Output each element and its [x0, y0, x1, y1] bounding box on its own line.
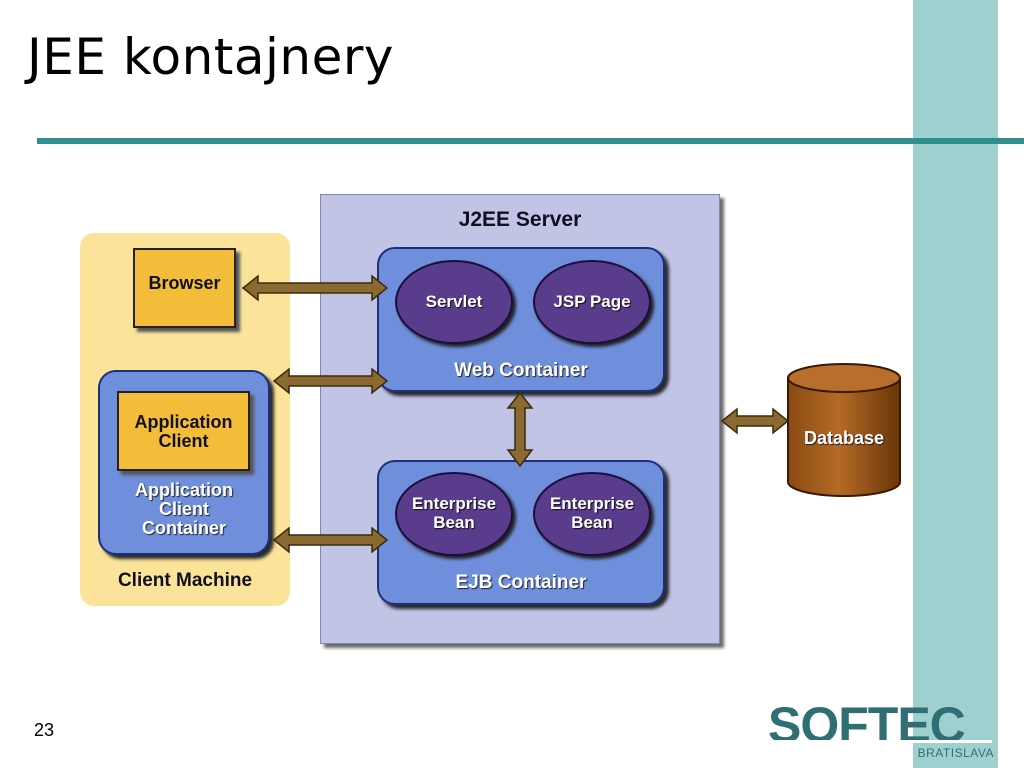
app-client-box	[117, 391, 250, 471]
jsp-page-component: JSP Page	[533, 260, 651, 344]
database-label: Database	[803, 428, 885, 448]
slide-title: JEE kontajnery	[27, 28, 395, 86]
ejb-container-label: EJB Container	[455, 572, 587, 593]
database-cylinder	[787, 363, 901, 497]
arrow-browser-web	[241, 274, 389, 302]
logo-subtitle: BRATISLAVA	[917, 746, 994, 760]
softec-logo: SOFTEC BRATISLAVA	[766, 700, 998, 764]
enterprise-bean-component-2: Enterprise Bean	[533, 472, 651, 556]
arrow-client-web	[272, 367, 389, 395]
page-number: 23	[34, 720, 55, 740]
browser-box	[133, 248, 236, 328]
enterprise-bean-label-2: Enterprise Bean	[549, 494, 635, 532]
arrow-client-ejb	[272, 526, 389, 554]
arrow-server-database	[720, 407, 790, 435]
side-band	[913, 0, 998, 768]
logo-stripe	[768, 740, 992, 743]
enterprise-bean-label-1: Enterprise Bean	[411, 494, 497, 532]
servlet-component: Servlet	[395, 260, 513, 344]
web-container-label: Web Container	[454, 360, 588, 381]
browser-label: Browser	[148, 273, 221, 293]
title-rule	[37, 138, 1024, 144]
enterprise-bean-component-1: Enterprise Bean	[395, 472, 513, 556]
jsp-page-label: JSP Page	[553, 291, 631, 311]
j2ee-server-label: J2EE Server	[458, 208, 582, 231]
arrow-web-ejb	[506, 391, 534, 468]
client-machine-label: Client Machine	[117, 570, 253, 591]
app-client-label: Application Client	[134, 412, 233, 451]
app-client-container-label: Application Client Container	[135, 480, 233, 538]
servlet-label: Servlet	[425, 291, 483, 311]
